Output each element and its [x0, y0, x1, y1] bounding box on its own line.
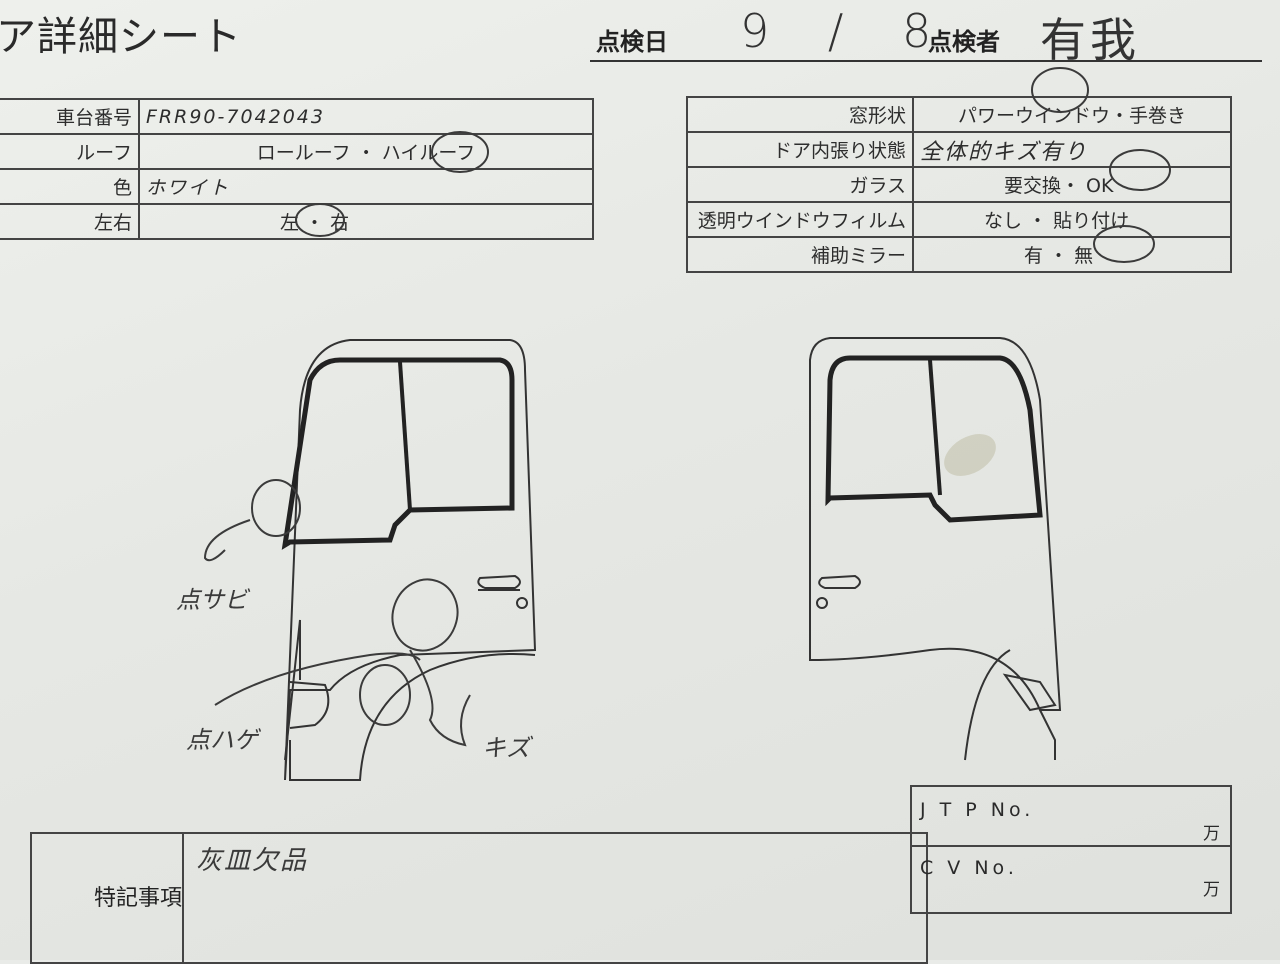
scratch-squiggle: [409, 649, 471, 747]
rust-circle-mark: [251, 479, 301, 537]
aux-mirror-value: 有 ・ 無: [912, 236, 1232, 273]
peel-leader-line: [214, 652, 421, 706]
peel-note: 点ハゲ: [186, 726, 258, 754]
roof-value: ロールーフ ・ ハイルーフ: [138, 133, 594, 170]
window-circle-mark: [1031, 67, 1089, 113]
side-value: 左 ・ 右: [138, 203, 594, 240]
glass-circle-mark: [1109, 149, 1171, 191]
right-door-diagram: [809, 337, 1062, 761]
selection-marks: [295, 67, 1171, 263]
date-value: 9 / 8: [740, 4, 954, 58]
peel-circle-mark: [359, 664, 411, 726]
table-row: 左右 左 ・ 右: [0, 203, 594, 240]
aux-mirror-label: 補助ミラー: [686, 236, 914, 273]
inspector-label: 点検者: [928, 28, 1000, 56]
sheet-title: ア詳細シート: [0, 14, 242, 60]
date-label: 点検日: [596, 28, 668, 56]
film-label: 透明ウインドウフィルム: [686, 201, 914, 238]
damage-marks: [203, 479, 471, 747]
window-type-label: 窓形状: [686, 96, 914, 133]
left-door-diagram: [281, 339, 537, 781]
table-row: ドア内張り状態 全体的キズ有り: [686, 131, 1232, 168]
scratch-note: キズ: [482, 734, 530, 762]
cv-label: C V No.: [920, 857, 1018, 879]
inner-trim-value: 全体的キズ有り: [912, 131, 1232, 168]
table-row: ガラス 要交換・ OK: [686, 166, 1232, 203]
remarks-label: 特記事項: [94, 886, 183, 911]
glass-label: ガラス: [686, 166, 914, 203]
chassis-number-value: FRR90-7042043: [138, 98, 594, 135]
side-circle-mark: [295, 203, 345, 237]
table-row: 窓形状 パワーウインドウ・手巻き: [686, 96, 1232, 133]
chassis-number-label: 車台番号: [0, 98, 140, 135]
jtp-label: J T P No.: [920, 799, 1035, 821]
jtp-unit: 万: [1203, 824, 1220, 844]
color-label: 色: [0, 168, 140, 205]
jtp-divider: [912, 845, 1230, 847]
roof-label: ルーフ: [0, 133, 140, 170]
mirror-circle-mark: [1093, 225, 1155, 263]
inner-trim-label: ドア内張り状態: [686, 131, 914, 168]
window-type-value: パワーウインドウ・手巻き: [912, 96, 1232, 133]
jtp-cv-box: J T P No. 万 C V No. 万: [910, 785, 1232, 914]
cv-unit: 万: [1203, 880, 1220, 900]
vehicle-info-table: 車台番号 FRR90-7042043 ルーフ ロールーフ ・ ハイルーフ 色 ホ…: [0, 98, 594, 240]
table-row: ルーフ ロールーフ ・ ハイルーフ: [0, 133, 594, 170]
rust-note: 点サビ: [176, 586, 248, 614]
table-row: 色 ホワイト: [0, 168, 594, 205]
roof-circle-mark: [431, 131, 489, 173]
glass-value: 要交換・ OK: [912, 166, 1232, 203]
table-row: 車台番号 FRR90-7042043: [0, 98, 594, 135]
rust-leader-line: [203, 519, 251, 562]
header-underline: [590, 60, 1262, 62]
scratch-circle-mark: [391, 578, 459, 652]
table-row: 補助ミラー 有 ・ 無: [686, 236, 1232, 273]
color-value: ホワイト: [138, 168, 594, 205]
side-label: 左右: [0, 203, 140, 240]
table-row: 透明ウインドウフィルム なし ・ 貼り付け: [686, 201, 1232, 238]
film-value: なし ・ 貼り付け: [912, 201, 1232, 238]
remarks-value: 灰皿欠品: [196, 846, 309, 876]
door-detail-table: 窓形状 パワーウインドウ・手巻き ドア内張り状態 全体的キズ有り ガラス 要交換…: [686, 96, 1232, 273]
remarks-divider: [182, 834, 184, 962]
inspector-value: 有我: [1040, 13, 1140, 67]
door-diagrams: [203, 337, 1062, 781]
